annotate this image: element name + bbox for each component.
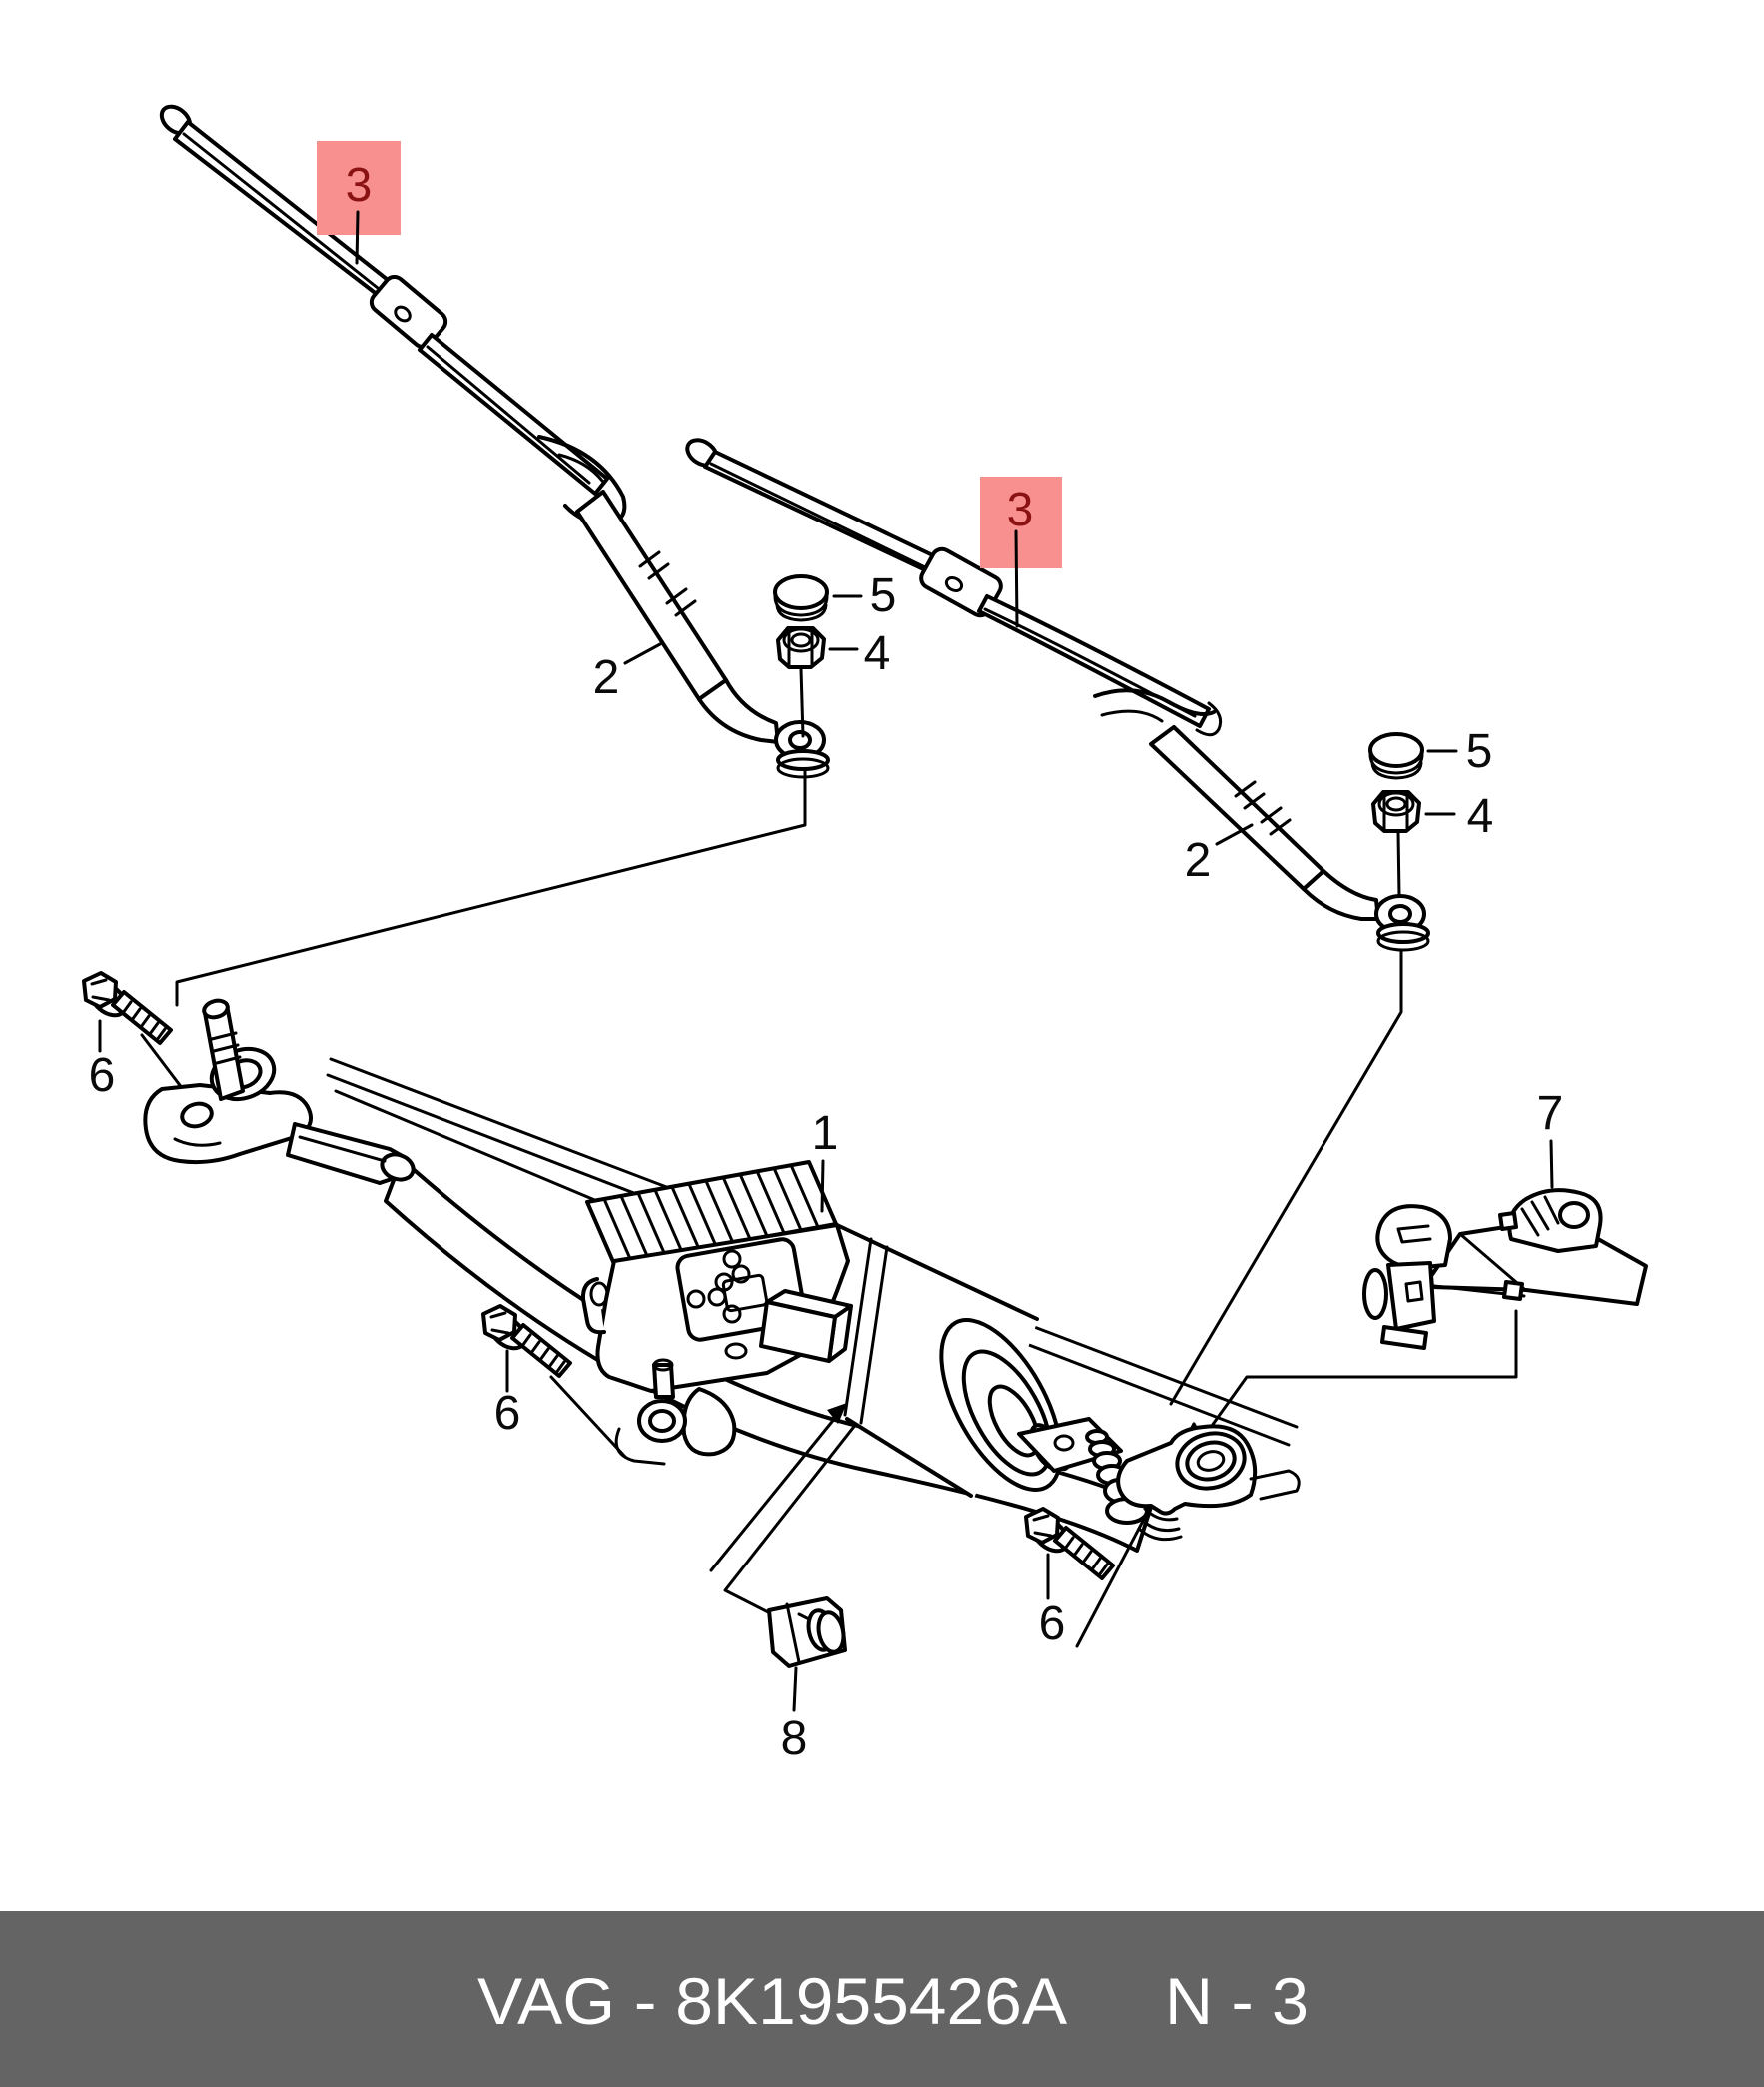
wiper-arm-left (537, 435, 830, 779)
callout-1-motor: 1 (812, 1107, 839, 1213)
callout-1-label: 1 (812, 1107, 839, 1160)
bolt-left (82, 971, 173, 1045)
highlight-box-right[interactable] (980, 477, 1062, 568)
callout-4-left-label: 4 (864, 627, 891, 680)
callout-2-left-label: 2 (593, 651, 620, 704)
spindle-cap-left (773, 574, 829, 622)
callout-2-right: 2 (1185, 823, 1254, 887)
leader-bolt-center (549, 1375, 627, 1459)
callout-5-left: 5 (832, 569, 897, 622)
callout-3-right-highlighted[interactable]: 3 (980, 477, 1062, 628)
spindle-cap-right (1368, 732, 1424, 780)
wiper-motor-assembly (580, 1160, 1149, 1525)
callout-5-right-label: 5 (1466, 725, 1493, 778)
spindle-nut-left (776, 626, 826, 738)
callout-4-right-label: 4 (1467, 790, 1494, 843)
callout-2-left: 2 (593, 642, 662, 704)
callout-8-label: 8 (781, 1712, 808, 1765)
wiper-arm-right (1093, 688, 1430, 952)
callout-6-center-label: 6 (494, 1387, 521, 1440)
callout-3-left-label[interactable]: 3 (346, 159, 373, 212)
callout-2-right-label: 2 (1185, 834, 1212, 887)
callout-5-left-label: 5 (870, 569, 897, 622)
callout-3-right-label[interactable]: 3 (1007, 484, 1034, 536)
left-pivot-assembly (143, 998, 416, 1185)
footer-part-number: VAG - 8K1955426A (477, 1964, 1067, 2038)
callout-5-right: 5 (1426, 725, 1493, 778)
leader-arm-right (1169, 949, 1403, 1406)
right-pivot-assembly (1116, 1424, 1301, 1542)
footer: VAG - 8K1955426A N - 3 (0, 1911, 1764, 2087)
callout-6-right-label: 6 (1039, 1597, 1066, 1650)
callout-3-left-highlighted[interactable]: 3 (317, 141, 401, 265)
callout-7-label: 7 (1537, 1087, 1564, 1140)
crank-nut (767, 1596, 847, 1712)
spindle-nut-right (1371, 790, 1421, 898)
callout-7-bracket: 7 (1537, 1087, 1564, 1189)
footer-bar (0, 1911, 1764, 2087)
callout-4-right: 4 (1424, 790, 1494, 843)
mounting-bracket (1362, 1188, 1648, 1350)
callout-4-left: 4 (828, 627, 891, 680)
footer-page-ref: N - 3 (1165, 1964, 1309, 2038)
leader-arm-left (175, 759, 807, 1007)
callout-6-left-label: 6 (89, 1049, 116, 1102)
